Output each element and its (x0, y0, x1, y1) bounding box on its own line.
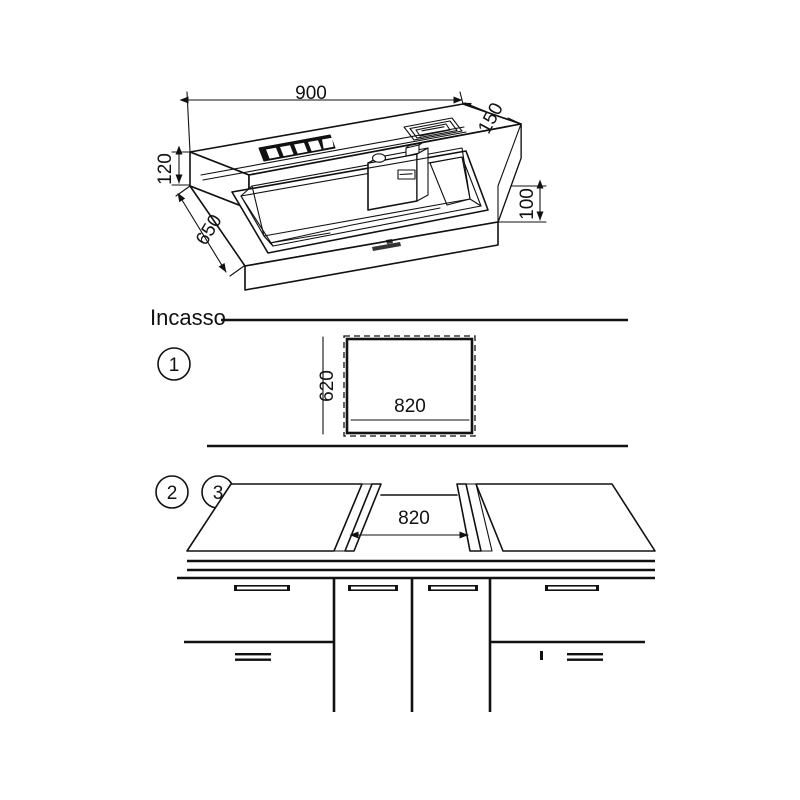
lower-handle-left-b (235, 658, 271, 661)
control-panel-buttons[interactable] (266, 137, 334, 159)
lower-tick-right (540, 651, 543, 660)
cabinet-lower-marks (235, 651, 603, 661)
motor-housing-front (367, 153, 418, 211)
lower-handle-right-b (567, 658, 603, 661)
incasso-section: Incasso 1 620 820 (150, 305, 628, 448)
rail-right-edge (456, 483, 482, 552)
countertop-right (475, 483, 656, 552)
handle-4[interactable] (545, 585, 599, 591)
bubble-1: 1 (157, 347, 191, 381)
iso-body (189, 103, 522, 291)
cabinet-panels (184, 578, 645, 712)
handle-1[interactable] (234, 585, 290, 591)
dim-100: 100 (517, 188, 538, 220)
handle-3[interactable] (428, 585, 478, 591)
dim-820-aperture: 820 (398, 508, 430, 529)
bubble-3-label: 3 (213, 483, 224, 504)
round-knob (371, 153, 387, 163)
dim-900: 900 (295, 83, 327, 104)
isometric-view-group: 900 150 120 650 100 (155, 83, 547, 291)
bubble-1-label: 1 (169, 355, 180, 376)
cabinet-section: 2 3 820 (155, 475, 656, 712)
bubble-2: 2 (155, 475, 189, 509)
bubble-2-label: 2 (167, 483, 178, 504)
dim-820-cutout: 820 (394, 396, 426, 417)
incasso-title: Incasso (150, 305, 226, 330)
lower-handle-right-a (567, 653, 603, 656)
lower-handle-left-a (235, 653, 271, 656)
nardi-logo (372, 239, 401, 251)
cutout-rectangle (345, 337, 474, 435)
motor-housing-side (416, 147, 429, 202)
connector-block (405, 144, 420, 157)
cabinet-handles[interactable] (234, 585, 599, 591)
dim-120: 120 (155, 153, 176, 185)
handle-2[interactable] (348, 585, 398, 591)
dim-620: 620 (317, 370, 338, 402)
